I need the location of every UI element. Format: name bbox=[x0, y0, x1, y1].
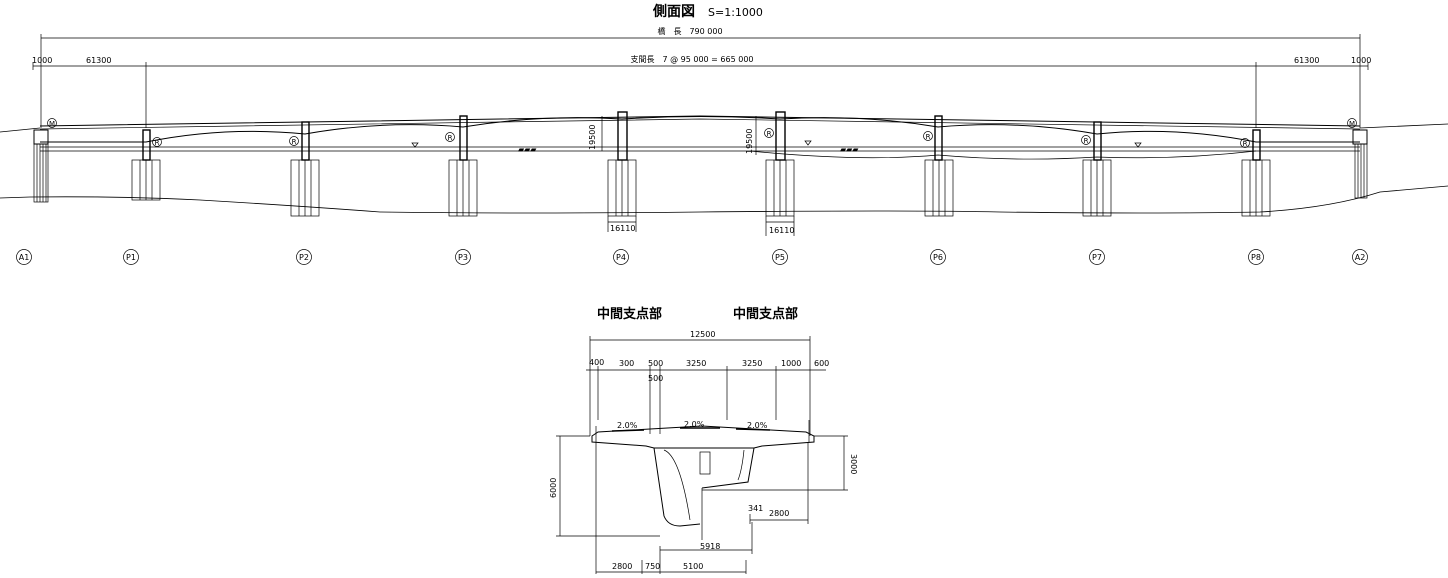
girder-height-right: 19500 bbox=[745, 129, 754, 154]
movable-bearing-icon: M bbox=[1349, 120, 1355, 128]
fixed-bearing-icon: R bbox=[767, 130, 772, 138]
pier-p1 bbox=[131, 129, 161, 201]
fixed-bearing-icon: R bbox=[1084, 137, 1089, 145]
dim-5918: 5918 bbox=[700, 542, 720, 551]
top-dim-2: 300 bbox=[619, 359, 634, 368]
total-width-dim: 12500 bbox=[690, 330, 715, 339]
fixed-bearing-icon: R bbox=[1243, 140, 1248, 148]
fixed-bearing-icon: R bbox=[155, 139, 160, 147]
ground-line bbox=[0, 185, 1448, 214]
drawing-scale: S=1:1000 bbox=[708, 6, 763, 19]
movable-bearing-icon: M bbox=[49, 120, 55, 128]
cross-section-top-dims: 12500 400 300 500 3250 3250 1000 600 500 bbox=[586, 330, 829, 436]
bottom-dim-2: 750 bbox=[645, 562, 660, 571]
pier-p7 bbox=[1082, 121, 1112, 217]
right-offset-dim: 1000 bbox=[1351, 56, 1371, 65]
drawing-title: 側面図 bbox=[652, 3, 695, 20]
pier-p6 bbox=[924, 115, 954, 217]
top-dim-4: 3250 bbox=[686, 359, 706, 368]
cross-section-side-dims: 6000 3000 2800 341 5918 2800 750 5100 bbox=[549, 435, 858, 574]
pier-label-p3: P3 bbox=[458, 253, 468, 262]
svg-text:▰▰▰: ▰▰▰ bbox=[840, 145, 859, 154]
span-label: 支間長 7 @ 95 000 = 665 000 bbox=[630, 54, 753, 64]
pier-p5 bbox=[765, 111, 795, 217]
top-dim-5: 3250 bbox=[742, 359, 762, 368]
top-dim-1: 400 bbox=[589, 358, 604, 367]
height-3000-dim: 3000 bbox=[849, 454, 858, 474]
footing-width-p4: 16110 bbox=[610, 224, 635, 233]
height-6000-dim: 6000 bbox=[549, 478, 558, 498]
pier-label-p1: P1 bbox=[126, 253, 136, 262]
sub-dim: 500 bbox=[648, 374, 663, 383]
left-offset-dim: 1000 bbox=[32, 56, 52, 65]
pier-p4 bbox=[607, 111, 637, 217]
bridge-length-label: 橋 長 790 000 bbox=[657, 26, 722, 36]
abutment-a1 bbox=[33, 129, 49, 203]
girder-height-left: 19500 bbox=[588, 125, 597, 150]
fixed-bearing-icon: R bbox=[926, 133, 931, 141]
slope-center: 2.0% bbox=[684, 420, 705, 429]
slope-right: 2.0% bbox=[747, 421, 768, 430]
girder-side-view: ▰▰▰ ▰▰▰ bbox=[39, 115, 1361, 160]
pier-label-p2: P2 bbox=[299, 253, 309, 262]
slope-left: 2.0% bbox=[617, 421, 638, 430]
pier-label-a2: A2 bbox=[1355, 253, 1366, 262]
bearing-markers: M M R R R R R R R bbox=[47, 118, 1357, 148]
pier-p3 bbox=[448, 115, 478, 217]
fixed-bearing-icon: R bbox=[292, 138, 297, 146]
pier-label-p7: P7 bbox=[1092, 253, 1102, 262]
svg-text:▰▰▰: ▰▰▰ bbox=[518, 145, 537, 154]
right-side-span-dim: 61300 bbox=[1294, 56, 1319, 65]
pier-p8 bbox=[1241, 129, 1271, 217]
section-title-right: 中間支点部 bbox=[733, 306, 798, 322]
footing-width-p5: 16110 bbox=[769, 226, 794, 235]
pier-p2 bbox=[290, 121, 320, 217]
fixed-bearing-icon: R bbox=[448, 134, 453, 142]
section-title-left: 中間支点部 bbox=[597, 306, 662, 322]
pier-label-a1: A1 bbox=[19, 253, 30, 262]
top-dim-7: 600 bbox=[814, 359, 829, 368]
left-side-span-dim: 61300 bbox=[86, 56, 111, 65]
pier-labels: A1 P1 P2 P3 P4 P5 P6 P7 P8 A2 bbox=[16, 249, 1368, 265]
bottom-dim-3: 5100 bbox=[683, 562, 703, 571]
pier-label-p5: P5 bbox=[775, 253, 785, 262]
dim-2800-right: 2800 bbox=[769, 509, 789, 518]
abutment-a2 bbox=[1352, 129, 1368, 199]
pier-label-p8: P8 bbox=[1251, 253, 1261, 262]
dim-341: 341 bbox=[748, 504, 763, 513]
top-dim-6: 1000 bbox=[781, 359, 801, 368]
box-girder-section: 2.0% 2.0% 2.0% bbox=[591, 420, 815, 540]
top-dim-3: 500 bbox=[648, 359, 663, 368]
bottom-dim-1: 2800 bbox=[612, 562, 632, 571]
pier-label-p4: P4 bbox=[616, 253, 626, 262]
pier-label-p6: P6 bbox=[933, 253, 943, 262]
overall-dimensions: 橋 長 790 000 支間長 7 @ 95 000 = 665 000 100… bbox=[32, 26, 1371, 128]
